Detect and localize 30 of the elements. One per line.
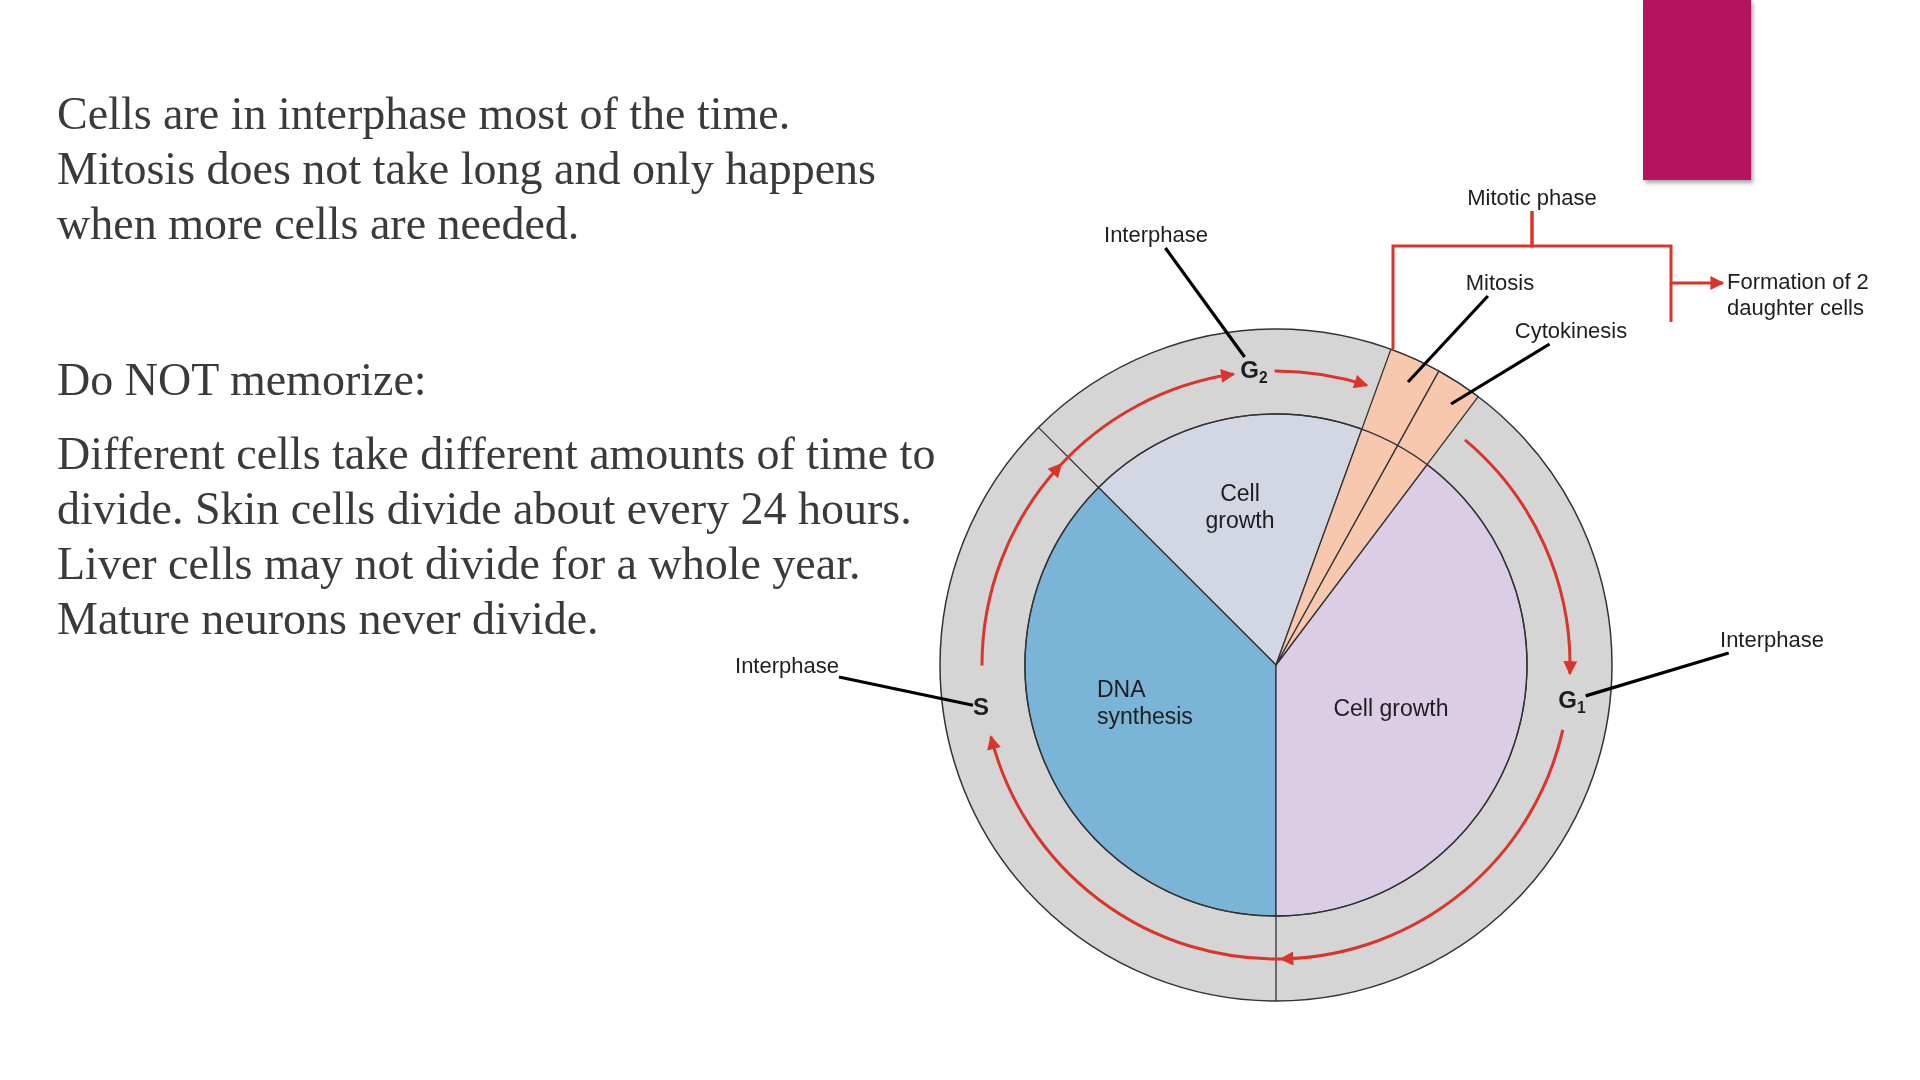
sector-label: DNA synthesis <box>1097 676 1194 730</box>
body-text: Cells are in interphase most of the time. Mitosis does not take long and only happens when more cells are needed. <box>57 87 877 251</box>
leader-line <box>1450 342 1551 406</box>
leader-line <box>838 675 974 707</box>
phase-label: Mitotic phase <box>1467 185 1597 211</box>
sector-label: Cell growth <box>1204 480 1276 534</box>
cytokinesis-wedge <box>1275 370 1479 666</box>
stage-label: S <box>973 694 989 720</box>
cell-growth-sector <box>1097 413 1363 666</box>
outcome-label: Formation of 2 daughter cells <box>1727 269 1902 321</box>
cycle-arrow <box>987 729 1565 966</box>
body-text: Do NOT memorize: <box>57 353 428 407</box>
leader-line <box>1406 294 1490 384</box>
body-text: Different cells take different amounts of time to divide. Skin cells divide about every 24 hours. Liver cells may not divide for a whole year. Mature neurons never divide. <box>57 427 937 646</box>
cycle-arrow <box>1274 369 1369 389</box>
bracket-arrow <box>1530 211 1725 290</box>
sector-label: Cell growth <box>1332 695 1450 722</box>
phase-label: Interphase <box>1104 222 1208 248</box>
cycle-arrow <box>1463 438 1577 676</box>
phase-label: Cytokinesis <box>1514 318 1628 344</box>
phase-label: Interphase <box>735 653 839 679</box>
mitosis-wedge <box>1275 348 1440 666</box>
phase-label: Mitosis <box>1465 270 1535 296</box>
phase-label: Interphase <box>1720 627 1824 653</box>
leader-line <box>1585 651 1730 698</box>
stage-label: G$_{2}$ <box>1240 357 1268 383</box>
leader-line <box>1164 247 1246 358</box>
cycle-arrow <box>980 369 1235 666</box>
cell-growth-sector <box>1275 463 1528 917</box>
stage-label: G$_{1}$ <box>1558 687 1586 713</box>
